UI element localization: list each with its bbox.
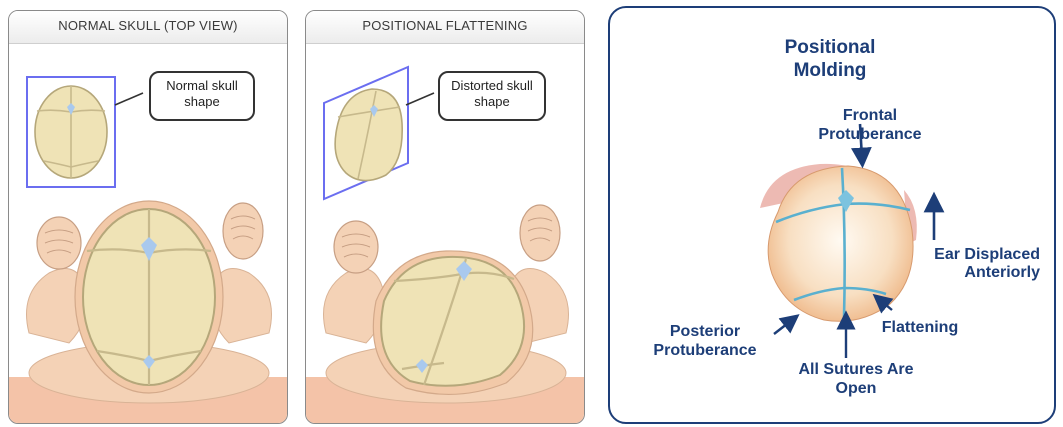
skull-small [35, 86, 107, 178]
skull-large-distorted [381, 257, 524, 386]
label-flattening: Flattening [860, 318, 980, 337]
normal-skull-panel: NORMAL SKULL (TOP VIEW) [8, 10, 288, 424]
panel-title-normal: NORMAL SKULL (TOP VIEW) [9, 11, 287, 44]
label-posterior-protuberance: Posterior Protuberance [630, 322, 780, 360]
panel-title-flattening: POSITIONAL FLATTENING [306, 11, 584, 44]
label-frontal-protuberance: Frontal Protuberance [790, 106, 950, 144]
callout-flattening: Distorted skull shape [438, 71, 546, 121]
skull-large [83, 209, 215, 385]
skull-small-distorted [335, 89, 402, 181]
label-sutures-open: All Sutures Are Open [786, 360, 926, 398]
positional-flattening-panel: POSITIONAL FLATTENING Distorted skull [305, 10, 585, 424]
molded-head [768, 166, 913, 321]
callout-normal: Normal skull shape [149, 71, 255, 121]
molding-title: Positional Molding [750, 36, 910, 82]
label-ear-displaced: Ear Displaced Anteriorly [910, 246, 1040, 282]
positional-molding-panel: Positional Molding Frontal Protuberance … [608, 6, 1056, 424]
